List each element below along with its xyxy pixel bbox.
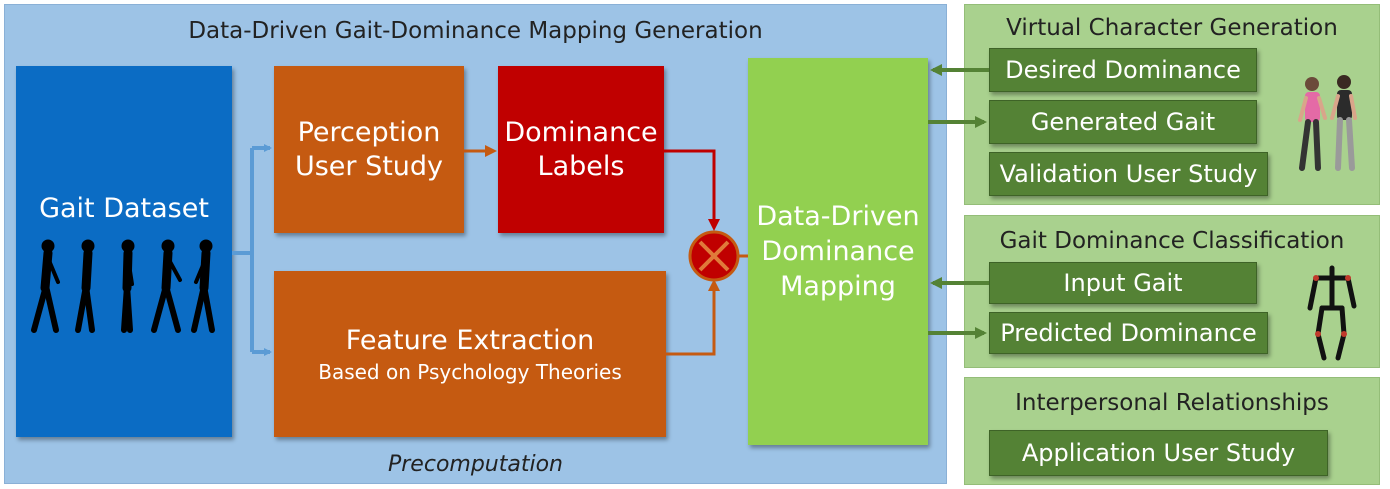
input-gait-box: Input Gait <box>989 262 1257 304</box>
perception-line1: Perception <box>297 116 441 148</box>
dominance-labels-box: Dominance Labels <box>498 66 664 233</box>
application-user-study-box: Application User Study <box>989 430 1328 476</box>
predicted-dominance-box: Predicted Dominance <box>989 312 1268 354</box>
gait-dataset-box: Gait Dataset <box>16 66 232 437</box>
mapping-line1: Data-Driven <box>756 200 920 232</box>
virtual-character-title: Virtual Character Generation <box>1006 15 1338 41</box>
feature-line2: Based on Psychology Theories <box>318 359 622 384</box>
perception-line2: User Study <box>294 150 444 182</box>
dataset-split-connector <box>232 144 272 356</box>
gait-dataset-label: Gait Dataset <box>39 193 209 224</box>
precomputation-title: Data-Driven Gait-Dominance Mapping Gener… <box>188 18 763 44</box>
mapping-line2: Dominance <box>761 235 915 267</box>
virtual-characters-icon <box>1298 75 1357 171</box>
multiply-combine-icon <box>688 230 740 282</box>
precomputation-footer: Precomputation <box>388 452 563 477</box>
labels-line1: Dominance <box>504 116 658 148</box>
relationships-title: Interpersonal Relationships <box>1015 390 1329 416</box>
walking-silhouette-icon <box>31 239 215 333</box>
generated-gait-box: Generated Gait <box>989 100 1257 144</box>
feature-extraction-box: Feature Extraction Based on Psychology T… <box>274 271 666 437</box>
features-to-combine-arrow <box>666 279 720 356</box>
skeleton-icon <box>1307 265 1357 361</box>
mapping-line3: Mapping <box>780 271 896 303</box>
labels-line2: Labels <box>537 150 625 182</box>
data-driven-mapping-box: Data-Driven Dominance Mapping <box>748 58 928 445</box>
validation-user-study-box: Validation User Study <box>989 152 1268 196</box>
feature-line1: Feature Extraction <box>345 324 595 356</box>
classification-title: Gait Dominance Classification <box>999 228 1345 254</box>
desired-dominance-box: Desired Dominance <box>989 48 1257 92</box>
labels-to-combine-arrow <box>664 149 720 231</box>
perception-user-study-box: Perception User Study <box>274 66 464 233</box>
